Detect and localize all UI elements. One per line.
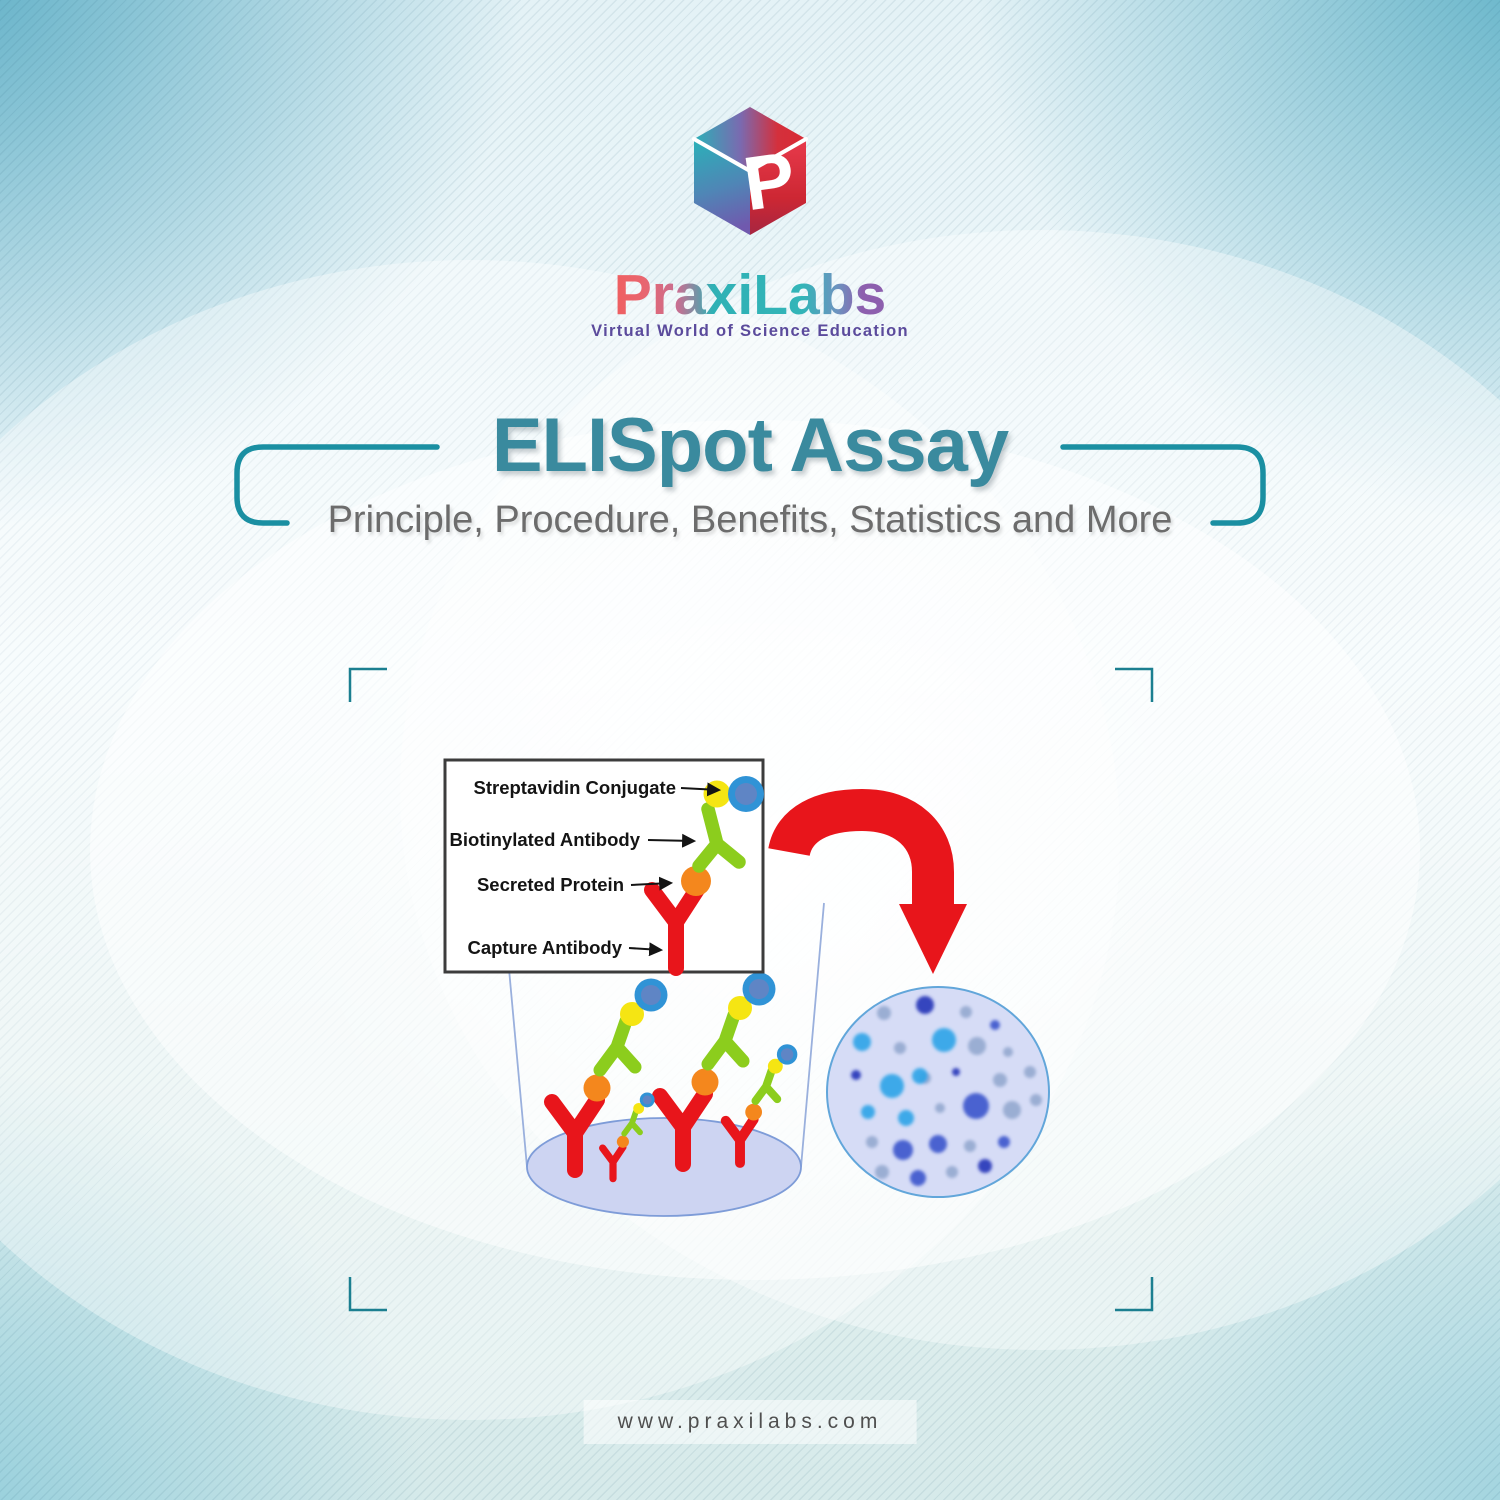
elispot-spot — [993, 1073, 1007, 1087]
elispot-spot — [916, 996, 934, 1014]
page-title: ELISpot Assay — [491, 403, 1009, 488]
legend-arrow — [680, 782, 722, 797]
title-bracket-left — [234, 444, 440, 526]
legend-label-biotinylated: Biotinylated Antibody — [450, 829, 641, 850]
elispot-spot — [935, 1103, 945, 1113]
elispot-spot — [894, 1042, 906, 1054]
elispot-spot — [853, 1033, 871, 1051]
legend-label-secreted: Secreted Protein — [477, 874, 624, 895]
elispot-spot — [990, 1020, 1000, 1030]
elispot-spot — [964, 1140, 976, 1152]
elispot-spot — [1030, 1094, 1042, 1106]
crop-mark-top-left — [348, 667, 387, 702]
brand-tagline: Virtual World of Science Education — [591, 322, 909, 340]
flow-arrow-icon — [768, 788, 967, 974]
elispot-spot — [978, 1159, 992, 1173]
elispot-spot — [851, 1070, 861, 1080]
title-bracket-right — [1060, 444, 1266, 526]
flow-arrow-band — [768, 788, 954, 908]
elispot-spot — [910, 1170, 926, 1186]
elispot-spot — [963, 1093, 989, 1119]
elispot-spot — [929, 1135, 947, 1153]
legend-pointer-arrows — [628, 782, 722, 957]
crop-mark-top-right — [1115, 667, 1154, 702]
cube-letter: P — [738, 136, 800, 227]
biotinylated-antibody-shape — [692, 802, 746, 873]
flow-arrow-head — [899, 904, 967, 974]
legend-arrow — [628, 942, 664, 957]
crop-mark-bottom-left — [348, 1277, 387, 1312]
crop-marks — [348, 667, 1154, 1312]
elispot-spot — [877, 1006, 891, 1020]
elispot-well — [502, 902, 825, 1217]
title-bracket-frame — [234, 444, 1266, 526]
elispot-spot — [866, 1136, 878, 1148]
legend-label-streptavidin: Streptavidin Conjugate — [474, 777, 677, 798]
streptavidin-core — [735, 783, 757, 805]
crop-mark-bottom-right — [1115, 1277, 1154, 1312]
legend: Streptavidin Conjugate Biotinylated Anti… — [443, 758, 765, 976]
elispot-spot — [880, 1074, 904, 1098]
website-link[interactable]: www.praxilabs.com — [617, 1410, 883, 1433]
elispot-spot — [968, 1037, 986, 1055]
elispot-spot — [861, 1105, 875, 1119]
result-well — [826, 986, 1050, 1198]
elispot-spot — [893, 1140, 913, 1160]
legend-arrow — [647, 833, 697, 848]
elispot-spot — [875, 1165, 889, 1179]
praxilabs-cube-logo-icon: P — [692, 107, 808, 235]
brand-wordmark: PraxiLabs — [0, 262, 1500, 328]
secreted-protein-shape — [681, 866, 711, 896]
elispot-spot — [960, 1006, 972, 1018]
result-spots — [851, 996, 1042, 1186]
elispot-spot — [932, 1028, 956, 1052]
footer-band: www.praxilabs.com — [583, 1400, 917, 1444]
well-right-wall — [800, 902, 825, 1168]
elispot-spot — [998, 1136, 1010, 1148]
elispot-spot — [946, 1166, 958, 1178]
elispot-spot — [898, 1110, 914, 1126]
result-well-circle — [826, 986, 1050, 1198]
cube-fold-lines — [692, 137, 808, 173]
elispot-spot — [1003, 1101, 1021, 1119]
page-subtitle: Principle, Procedure, Benefits, Statisti… — [327, 499, 1173, 541]
elispot-spot — [912, 1068, 928, 1084]
elispot-spot — [1024, 1066, 1036, 1078]
elispot-spot — [952, 1068, 960, 1076]
legend-arrow — [630, 876, 674, 891]
biotin-shape — [703, 780, 731, 808]
legend-label-capture: Capture Antibody — [467, 937, 622, 958]
elispot-spot — [1003, 1047, 1013, 1057]
well-bottom-membrane — [526, 1117, 802, 1217]
